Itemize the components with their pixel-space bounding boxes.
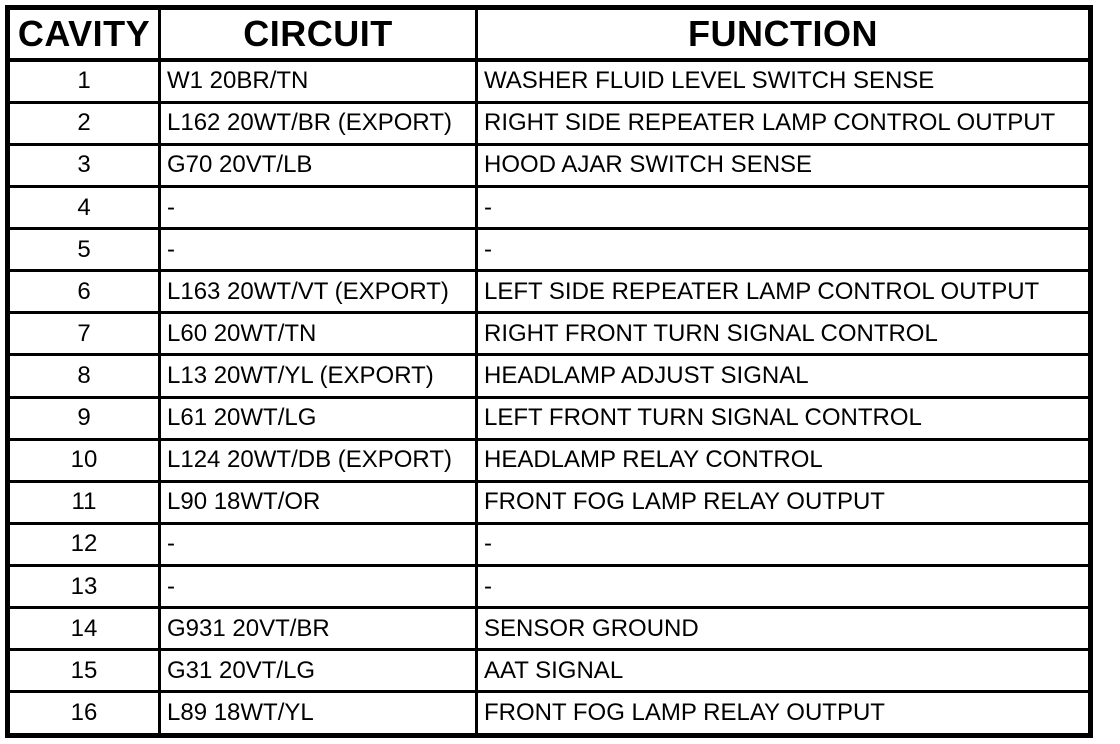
column-header-cavity: CAVITY [6,6,161,62]
table-row: 5-- [6,227,1092,273]
cavity-cell: 8 [6,353,161,399]
function-cell: AAT SIGNAL [475,648,1092,694]
function-cell: SENSOR GROUND [475,606,1092,652]
table-row: 4-- [6,185,1092,231]
function-cell: HEADLAMP RELAY CONTROL [475,437,1092,483]
function-cell: FRONT FOG LAMP RELAY OUTPUT [475,479,1092,525]
cavity-cell: 11 [6,479,161,525]
circuit-cell: L162 20WT/BR (EXPORT) [158,100,478,146]
table-row: 12-- [6,521,1092,568]
function-cell: - [475,185,1092,231]
cavity-cell: 15 [6,648,161,694]
circuit-cell: L90 18WT/OR [158,479,478,525]
function-cell: RIGHT SIDE REPEATER LAMP CONTROL OUTPUT [475,100,1092,146]
cavity-cell: 9 [6,395,161,441]
circuit-cell: G31 20VT/LG [158,648,478,694]
circuit-cell: L89 18WT/YL [158,690,478,737]
circuit-cell: W1 20BR/TN [158,58,478,104]
cavity-cell: 12 [6,521,161,568]
cavity-cell: 7 [6,311,161,357]
circuit-cell: L60 20WT/TN [158,311,478,357]
function-cell: - [475,563,1092,610]
function-cell: LEFT SIDE REPEATER LAMP CONTROL OUTPUT [475,269,1092,315]
function-cell: - [475,227,1092,273]
cavity-cell: 2 [6,100,161,146]
circuit-cell: L13 20WT/YL (EXPORT) [158,353,478,399]
cavity-cell: 10 [6,437,161,483]
cavity-cell: 3 [6,142,161,189]
function-cell: HOOD AJAR SWITCH SENSE [475,142,1092,189]
function-cell: HEADLAMP ADJUST SIGNAL [475,353,1092,399]
circuit-cell: L61 20WT/LG [158,395,478,441]
cavity-cell: 1 [6,58,161,104]
cavity-cell: 13 [6,563,161,610]
circuit-cell: - [158,227,478,273]
circuit-cell: - [158,521,478,568]
function-cell: FRONT FOG LAMP RELAY OUTPUT [475,690,1092,737]
circuit-cell: G931 20VT/BR [158,606,478,652]
cavity-cell: 4 [6,185,161,231]
function-cell: LEFT FRONT TURN SIGNAL CONTROL [475,395,1092,441]
table-row: 13-- [6,563,1092,610]
function-cell: - [475,521,1092,568]
column-header-circuit: CIRCUIT [158,6,478,62]
column-header-function: FUNCTION [475,6,1092,62]
circuit-cell: - [158,185,478,231]
cavity-cell: 16 [6,690,161,737]
function-cell: WASHER FLUID LEVEL SWITCH SENSE [475,58,1092,104]
cavity-cell: 5 [6,227,161,273]
circuit-cell: L124 20WT/DB (EXPORT) [158,437,478,483]
circuit-cell: L163 20WT/VT (EXPORT) [158,269,478,315]
circuit-cell: G70 20VT/LB [158,142,478,189]
cavity-cell: 6 [6,269,161,315]
function-cell: RIGHT FRONT TURN SIGNAL CONTROL [475,311,1092,357]
header-row: CAVITY CIRCUIT FUNCTION [6,6,1092,62]
cavity-cell: 14 [6,606,161,652]
circuit-cell: - [158,563,478,610]
